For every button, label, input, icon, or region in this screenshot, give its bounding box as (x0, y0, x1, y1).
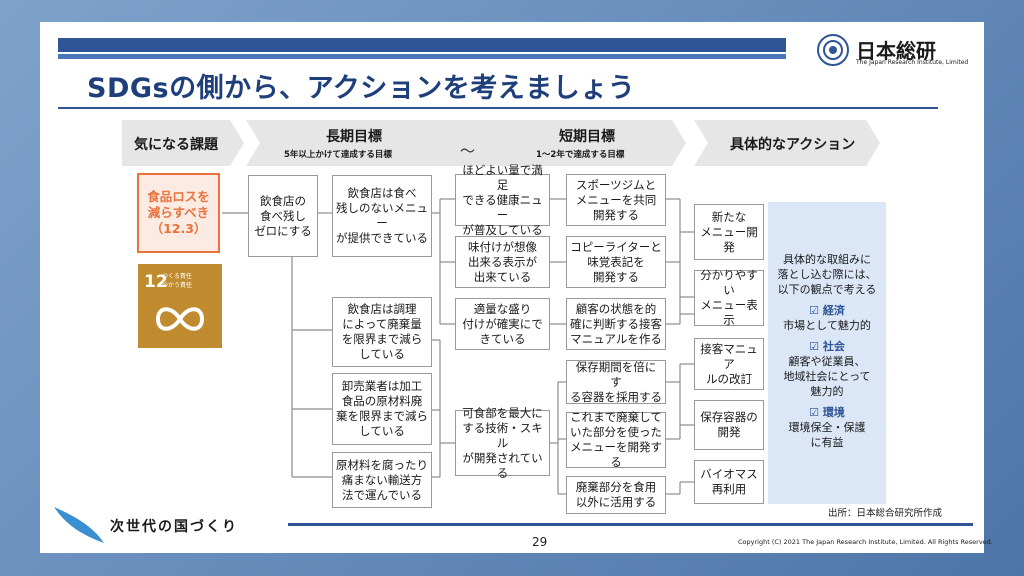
viewpoint-intro: 具体的な取組みに 落とし込む際には、 以下の観点で考える (777, 253, 877, 296)
long-goal-2: 飲食店は調理 によって廃棄量 を限界まで減ら している (332, 297, 432, 367)
logo-icon (817, 34, 849, 66)
short-goal-5: これまで廃棄して いた部分を使った メニューを開発する (566, 410, 666, 469)
logo-name: 日本総研 (856, 39, 936, 63)
brand-swoosh-icon (54, 507, 104, 543)
issue-box: 食品ロスを 減らすべき （12.3） (137, 173, 220, 253)
viewpoint-economy-head: ☑ 経済 (809, 304, 845, 317)
mid-goal-2: 味付けが想像 出来る表示が 出来ている (455, 236, 550, 288)
short-goal-3: 顧客の状態を的 確に判断する接客 マニュアルを作る (566, 298, 666, 350)
header-bar-top (58, 38, 786, 52)
short-goal-1: スポーツジムと メニューを共同 開発する (566, 174, 666, 226)
long-goal-root: 飲食店の 食べ残し ゼロにする (248, 175, 318, 257)
viewpoint-environment-body: 環境保全・保護 に有益 (788, 421, 866, 449)
footer-line (288, 523, 973, 526)
action-3: 接客マニュア ルの改訂 (694, 338, 764, 390)
page-number: 29 (532, 535, 548, 549)
viewpoint-panel: 具体的な取組みに 落とし込む際には、 以下の観点で考える ☑ 経済 市場として魅… (768, 202, 886, 504)
short-goal-4: 保存期間を倍にす る容器を採用する (566, 360, 666, 404)
title-underline (58, 107, 938, 109)
viewpoint-society-head: ☑ 社会 (809, 340, 845, 353)
step-long-label: 長期目標 (326, 129, 382, 145)
long-goal-3: 卸売業者は加工 食品の原材料廃 棄を限界まで減ら している (332, 373, 432, 445)
step-action-label: 具体的なアクション (730, 137, 856, 153)
action-4: 保存容器の 開発 (694, 400, 764, 450)
viewpoint-economy-body: 市場として魅力的 (783, 319, 871, 332)
step-short-label: 短期目標 (559, 129, 615, 145)
step-issue: 気になる課題 (122, 120, 244, 166)
long-goal-1: 飲食店は食べ 残しのないメニュー が提供できている (332, 175, 432, 257)
wave-mark: ～ (460, 142, 476, 160)
step-goals: 長期目標 5年以上かけて達成する目標 短期目標 1～2年で達成する目標 (246, 120, 686, 166)
mid-goal-3: 適量な盛り 付けが確実にで きている (455, 298, 550, 350)
logo-subtitle: The Japan Research Institute, Limited (856, 59, 969, 66)
sdg-title: つくる責任 つかう責任 (162, 273, 193, 289)
action-2: 分かりやすい メニュー表示 (694, 268, 764, 327)
action-1: 新たな メニュー開発 (694, 204, 764, 260)
viewpoint-society-body: 顧客や従業員、 地域社会にとって 魅力的 (783, 355, 871, 398)
sdg-number: 12 (144, 272, 168, 292)
copyright: Copyright (C) 2021 The Japan Research In… (738, 538, 993, 546)
action-5: バイオマス 再利用 (694, 460, 764, 504)
mid-goal-1: ほどよい量で満足 できる健康ニュー が普及している (455, 163, 550, 237)
mid-goal-4: 可食部を最大に する技術・スキル が開発されている (455, 406, 550, 480)
step-action: 具体的なアクション (694, 120, 880, 166)
short-goal-2: コピーライターと 味覚表記を 開発する (566, 236, 666, 288)
source-note: 出所：日本総合研究所作成 (828, 508, 943, 519)
long-goal-4: 原材料を腐ったり 痛まない輸送方 法で運んでいる (332, 452, 432, 508)
step-issue-label: 気になる課題 (134, 137, 218, 153)
step-long-sub: 5年以上かけて達成する目標 (284, 150, 392, 160)
header-bar-bottom (58, 54, 786, 59)
viewpoint-environment-head: ☑ 環境 (809, 406, 845, 419)
infinity-icon (155, 307, 205, 331)
step-short-sub: 1～2年で達成する目標 (536, 150, 625, 160)
footer-brand: 次世代の国づくり (110, 519, 238, 535)
sdg-goal-12-icon: 12 つくる責任 つかう責任 (138, 264, 222, 348)
short-goal-6: 廃棄部分を食用 以外に活用する (566, 476, 666, 514)
page-title: SDGsの側から、アクションを考えましょう (87, 73, 636, 104)
